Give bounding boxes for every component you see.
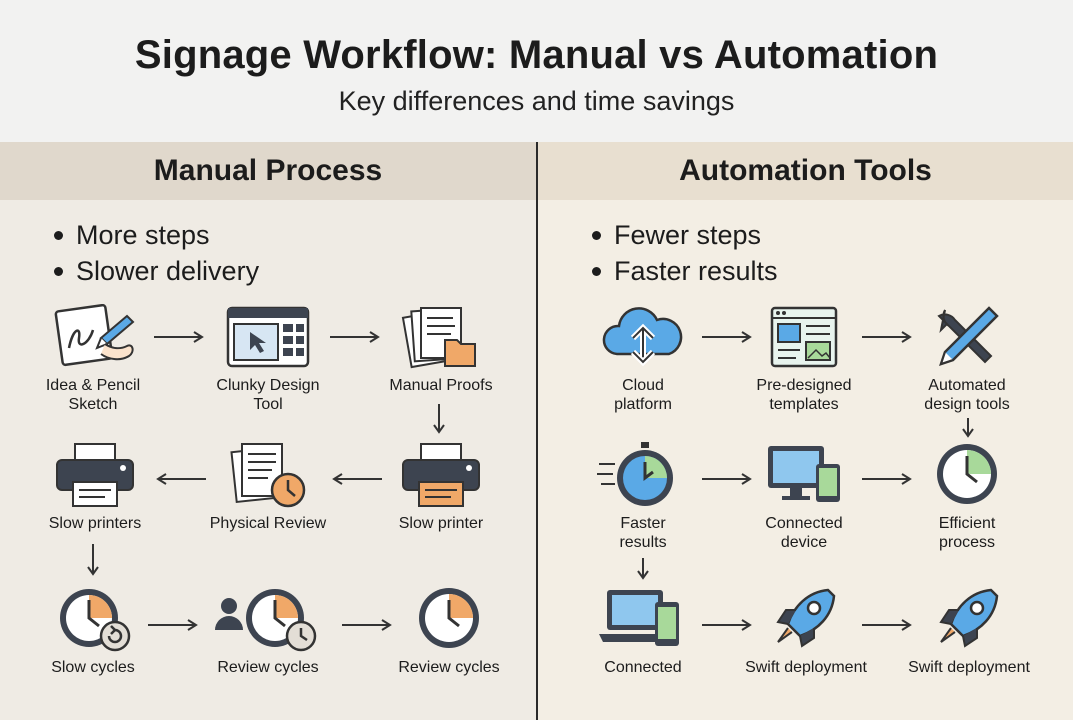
step-label: Physical Review: [209, 515, 327, 532]
step-label: Review cycles: [217, 659, 319, 676]
printer-icon: [10, 442, 180, 508]
arrow-left: [156, 473, 206, 485]
rocket-icon: [884, 586, 1054, 652]
page-subtitle: Key differences and time savings: [338, 86, 735, 116]
manual-step-sketch: Idea & Pencil Sketch: [8, 304, 178, 414]
printer-icon: [356, 442, 526, 508]
arrow-right: [702, 619, 752, 631]
automation-step-cloud: Cloud platform: [558, 304, 728, 414]
step-label: Clunky Design Tool: [216, 377, 320, 413]
clock-refresh-icon: [8, 586, 178, 652]
arrow-right: [862, 473, 912, 485]
step-label: Slow printer: [398, 515, 484, 532]
person-clock-icon: [183, 586, 353, 652]
step-label: Efficient process: [938, 515, 996, 551]
step-label: Faster results: [619, 515, 667, 551]
step-label: Manual Proofs: [389, 377, 493, 394]
document-clock-icon: [183, 442, 353, 508]
manual-bullet: More steps: [52, 217, 259, 253]
step-label: Pre-designed templates: [756, 377, 852, 413]
header: Signage Workflow: Manual vs Automation K…: [0, 0, 1073, 142]
cloud-icon: [558, 304, 728, 370]
automation-step-templates: Pre-designed templates: [719, 304, 889, 414]
step-label: Slow printers: [48, 515, 142, 532]
manual-title: Manual Process: [0, 142, 536, 200]
page-title: Signage Workflow: Manual vs Automation: [134, 33, 939, 77]
arrow-right: [330, 331, 380, 343]
automation-title: Automation Tools: [538, 142, 1073, 200]
manual-step-review-cycles-final: Review cycles: [364, 586, 534, 677]
automation-step-connected-device: Connected device: [719, 442, 889, 552]
arrow-right: [148, 619, 198, 631]
panel-divider: [536, 142, 538, 720]
automation-step-swift-deployment-final: Swift deployment: [884, 586, 1054, 677]
step-label: Swift deployment: [745, 659, 867, 676]
laptop-phone-icon: [558, 586, 728, 652]
design-tool-window-icon: [183, 304, 353, 370]
step-label: Swift deployment: [908, 659, 1030, 676]
automation-step-faster-results: Faster results: [558, 442, 728, 552]
clock-icon: [882, 442, 1052, 508]
wrench-pencil-icon: [882, 304, 1052, 370]
manual-step-design-tool: Clunky Design Tool: [183, 304, 353, 414]
monitor-phone-icon: [719, 442, 889, 508]
arrow-right: [154, 331, 204, 343]
manual-step-review-cycles: Review cycles: [183, 586, 353, 677]
clock-icon: [364, 586, 534, 652]
arrow-right: [702, 331, 752, 343]
step-label: Automated design tools: [924, 377, 1010, 413]
step-label: Cloud platform: [614, 377, 672, 413]
arrow-down: [962, 418, 974, 438]
manual-step-slow-cycles: Slow cycles: [8, 586, 178, 677]
manual-step-proofs: Manual Proofs: [356, 304, 526, 395]
automation-bullets: Fewer steps Faster results: [590, 217, 778, 289]
automation-bullet: Fewer steps: [590, 217, 778, 253]
rocket-icon: [721, 586, 891, 652]
step-label: Idea & Pencil Sketch: [45, 377, 141, 413]
step-label: Review cycles: [398, 659, 500, 676]
arrow-down: [433, 404, 445, 434]
step-label: Slow cycles: [51, 659, 135, 676]
document-stack-icon: [356, 304, 526, 370]
automation-step-connected: Connected: [558, 586, 728, 677]
manual-step-slow-printer: Slow printer: [356, 442, 526, 533]
manual-bullets: More steps Slower delivery: [52, 217, 259, 289]
automation-step-efficient-process: Efficient process: [882, 442, 1052, 552]
arrow-down: [87, 544, 99, 576]
automation-panel: Automation Tools Fewer steps Faster resu…: [538, 142, 1073, 720]
arrow-right: [862, 331, 912, 343]
step-label: Connected device: [765, 515, 843, 551]
pencil-sketch-icon: [8, 304, 178, 370]
manual-step-slow-printers: Slow printers: [10, 442, 180, 533]
arrow-right: [702, 473, 752, 485]
automation-step-swift-deployment: Swift deployment: [721, 586, 891, 677]
arrow-down: [637, 558, 649, 580]
manual-step-physical-review: Physical Review: [183, 442, 353, 533]
step-label: Connected: [604, 659, 682, 676]
arrow-left: [332, 473, 382, 485]
automation-bullet: Faster results: [590, 253, 778, 289]
manual-panel: Manual Process More steps Slower deliver…: [0, 142, 536, 720]
manual-bullet: Slower delivery: [52, 253, 259, 289]
automation-step-design-tools: Automated design tools: [882, 304, 1052, 414]
arrow-right: [342, 619, 392, 631]
stopwatch-icon: [558, 442, 728, 508]
template-icon: [719, 304, 889, 370]
arrow-right: [862, 619, 912, 631]
